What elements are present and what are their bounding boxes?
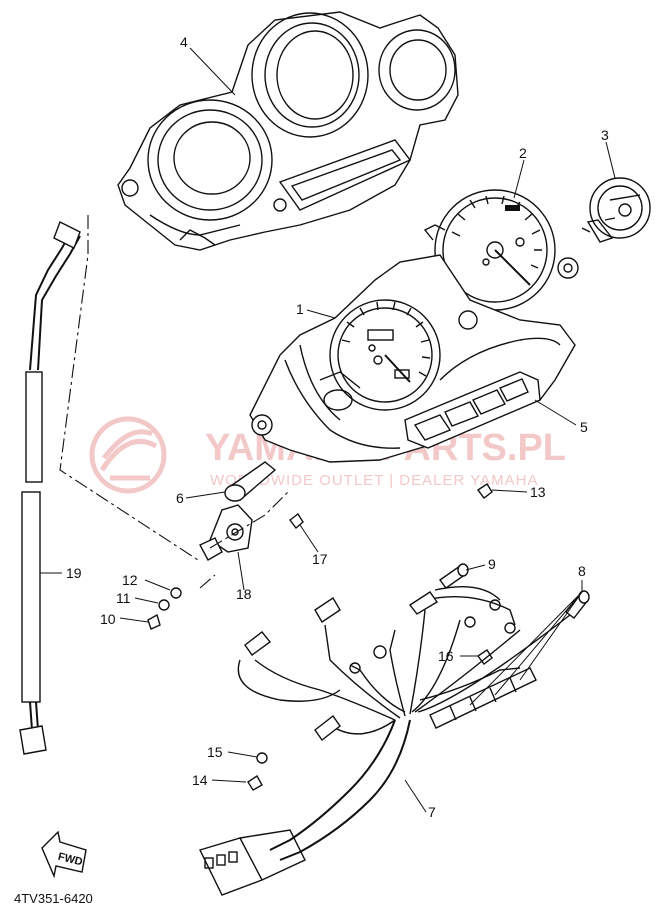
callout-13: 13 [530, 484, 546, 500]
callout-4: 4 [180, 34, 188, 50]
fwd-arrow-icon: FWD [41, 830, 87, 879]
part-10-screw [147, 613, 161, 630]
part-3-socket [581, 177, 651, 243]
part-7-wire-harness [199, 585, 571, 896]
part-15-washer [256, 752, 268, 764]
part-18-gear-unit [199, 504, 253, 561]
part-13-screw [476, 483, 493, 499]
callout-8: 8 [578, 563, 586, 579]
part-11-washer [158, 599, 170, 611]
callout-labels: 4 2 3 1 5 6 13 17 18 9 8 12 11 10 16 15 … [66, 34, 609, 820]
callout-18: 18 [236, 586, 252, 602]
part-6-grommet [224, 461, 277, 502]
callout-2: 2 [519, 145, 527, 161]
callout-17: 17 [312, 551, 328, 567]
callout-12: 12 [122, 572, 138, 588]
part-17-screw [289, 512, 304, 530]
part-2-tachometer [423, 189, 579, 311]
callout-14: 14 [192, 772, 208, 788]
part-19-speedometer-cable [19, 221, 81, 755]
assembly-lines [59, 215, 291, 589]
callout-9: 9 [488, 556, 496, 572]
leader-lines [40, 47, 616, 813]
part-12-washer [170, 587, 182, 599]
fasteners [147, 483, 493, 791]
part-4-meter-cover [117, 11, 459, 251]
callout-15: 15 [207, 744, 223, 760]
callout-7: 7 [428, 804, 436, 820]
watermark-subtitle: WORLDWIDE OUTLET | DEALER YAMAHA [210, 472, 538, 489]
diagram-code: 4TV351-6420 [14, 891, 93, 906]
callout-5: 5 [580, 419, 588, 435]
callout-3: 3 [601, 127, 609, 143]
part-9-bulb [439, 563, 469, 589]
fwd-label: FWD [57, 851, 84, 869]
watermark-logo-icon [89, 416, 167, 494]
callout-6: 6 [176, 490, 184, 506]
callout-16: 16 [438, 648, 454, 664]
part-14-screw [247, 774, 263, 791]
callout-10: 10 [100, 611, 116, 627]
callout-19: 19 [66, 565, 82, 581]
part-5-indicator-panel [404, 371, 541, 449]
callout-11: 11 [116, 590, 131, 606]
callout-1: 1 [296, 301, 304, 317]
